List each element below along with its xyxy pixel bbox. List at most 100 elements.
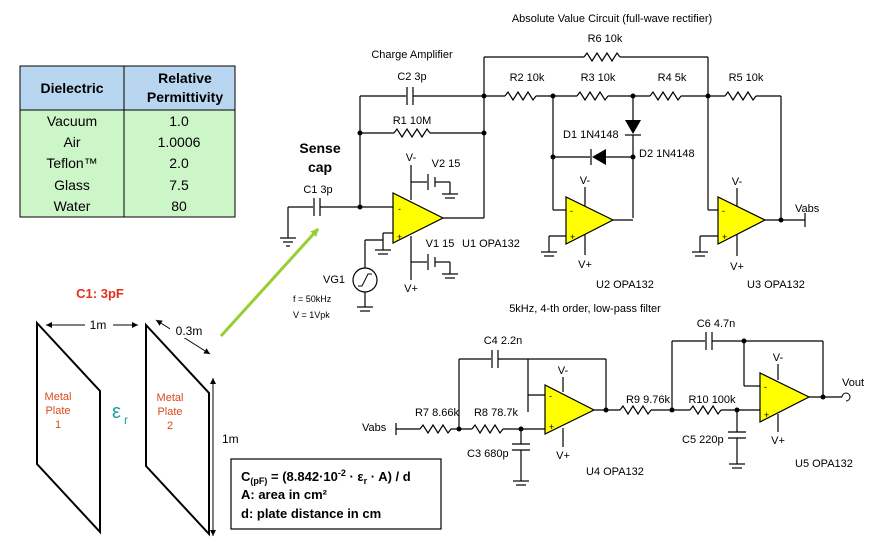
plate2-text-3: 2 [167,420,173,432]
gap-label: 0.3m [176,324,203,338]
table-cell-material: Air [63,134,80,150]
label-u3: U3 OPA132 [747,279,805,291]
table-header-bg [19,65,236,111]
plate1-text-1: Metal [45,391,72,403]
resistor-r10 [689,404,722,416]
u2-plus: + [570,232,575,242]
battery-v1 [411,254,458,279]
u5-vminus: V- [773,352,784,364]
table-cell-value: 80 [171,198,187,214]
formula-box: C(pF) = (8.842·10-2 · εr · A) / d A: are… [230,458,442,530]
opamp-u2 [565,196,615,245]
label-c1: C1 3p [303,184,332,196]
label-vabs-in: Vabs [362,422,387,434]
sense-cap-arrow [219,227,320,338]
label-c4: C4 2.2n [484,335,523,347]
filter-title: 5kHz, 4-th order, low-pass filter [509,303,661,315]
u4-plus: + [549,422,554,432]
table-cell-value: 1.0 [169,113,189,129]
label-v1: V1 15 [426,238,455,250]
table-header-dielectric: Dielectric [40,80,103,96]
label-vout: Vout [842,377,864,389]
width-label: 1m [90,318,107,332]
diode-d1 [625,120,641,134]
label-r5: R5 10k [729,72,764,84]
label-c2: C2 3p [397,71,426,83]
capacitor-c3 [512,443,530,451]
label-r8: R8 78.7k [474,407,519,419]
resistor-r3 [576,90,609,102]
formula-line-3: d: plate distance in cm [241,506,381,521]
resistor-r4 [649,90,682,102]
capacitor-plates-illustration: C1: 3pF Metal Plate 1 Metal Plate 2 ε r … [36,227,320,537]
u3-minus: - [722,206,725,216]
label-r4: R4 5k [658,72,687,84]
metal-plate-2 [145,322,210,537]
abs-value-title: Absolute Value Circuit (full-wave rectif… [512,13,712,25]
label-r3: R3 10k [581,72,616,84]
u1-minus: - [398,204,401,214]
plate2-text-1: Metal [157,392,184,404]
epsilon-subscript: r [124,413,128,427]
capacitor-c1 [313,198,321,216]
u3-plus: + [722,232,727,242]
formula-box-border [230,458,442,530]
resistor-r6 [583,51,621,63]
charge-amplifier: C1 3p C2 3p R1 10M - + U1 OPA132 [280,56,584,320]
u5-minus: - [764,382,767,392]
resistor-r9 [619,404,652,416]
label-u1: U1 OPA132 [462,238,520,250]
label-vabs-out: Vabs [795,203,820,215]
table-header-permittivity: Permittivity [147,89,223,105]
resistor-r1 [393,127,431,139]
table-cell-material: Glass [54,177,90,193]
height-label: 1m [222,432,239,446]
opamp-u1 [392,192,445,244]
plate1-text-2: Plate [45,405,70,417]
table-header-relative: Relative [158,70,212,86]
resistor-r5 [724,90,757,102]
permittivity-table: Dielectric Relative Permittivity Vacuum … [19,65,236,218]
label-c6: C6 4.7n [697,318,736,330]
plate2-text-2: Plate [157,406,182,418]
absolute-value-circuit: R6 10k R2 10k R3 10k R4 5k R5 10k D1 1N4… [484,33,820,291]
plate1-text-3: 1 [55,419,61,431]
label-d2: D2 1N4148 [639,148,695,160]
u4-vplus: V+ [556,450,570,462]
ground-icon [280,237,296,247]
resistor-r7 [419,423,452,435]
sense-cap-label-1: Sense [299,140,340,156]
u4-vminus: V- [558,365,569,377]
table-cell-value: 7.5 [169,177,189,193]
opamp-u3 [717,196,767,245]
opamp-u5 [759,372,811,423]
label-vg1: VG1 [323,274,345,286]
epsilon-symbol: ε [112,401,121,423]
resistor-r8 [471,423,504,435]
label-vg1-amp: V = 1Vpk [293,310,330,320]
label-r6: R6 10k [588,33,623,45]
u1-plus: + [397,232,402,242]
table-cell-material: Water [54,198,91,214]
diode-d2 [592,149,606,165]
u2-vplus: V+ [578,259,592,271]
opamp-u4 [544,384,596,435]
formula-line-2: A: area in cm² [241,487,328,502]
label-c3: C3 680p [467,448,509,460]
label-vg1-freq: f = 50kHz [293,294,332,304]
label-u5: U5 OPA132 [795,458,853,470]
capacitor-c4 [491,350,499,368]
label-u4: U4 OPA132 [586,466,644,478]
u1-vplus: V+ [404,283,418,295]
label-r9: R9 9.76k [626,394,671,406]
u3-vminus: V- [732,176,743,188]
u1-vminus: V- [406,152,417,164]
sense-cap-label-2: cap [308,159,332,175]
label-c5: C5 220p [682,434,724,446]
label-u2: U2 OPA132 [596,279,654,291]
capacitor-c6 [705,332,713,350]
low-pass-filter: Vabs R7 8.66k C4 2.2n R8 78.7k C3 680p - [362,318,864,486]
table-cell-material: Teflon™ [46,155,97,171]
